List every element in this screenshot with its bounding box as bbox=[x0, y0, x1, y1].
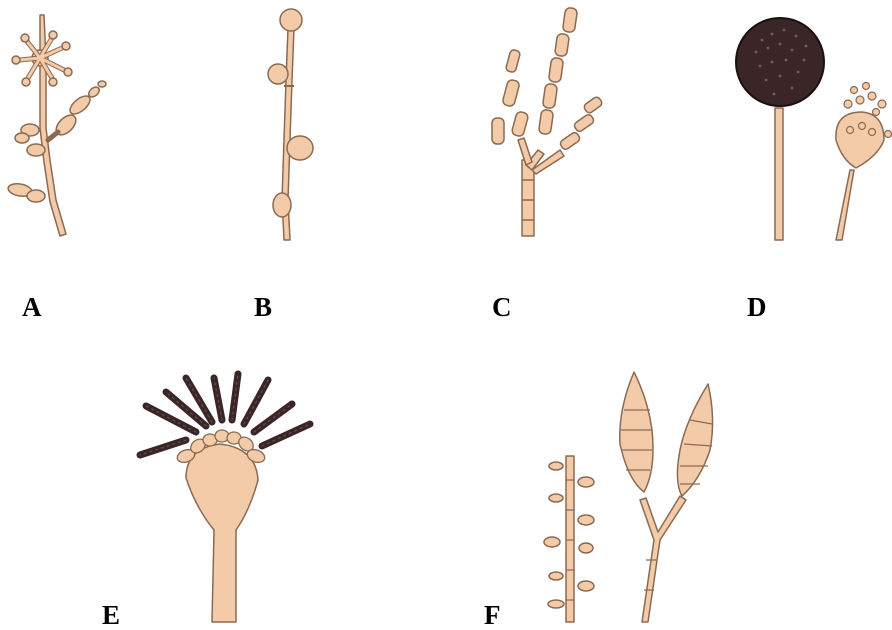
panel-label-e: E bbox=[102, 600, 120, 630]
panel-c-drawing bbox=[492, 7, 603, 236]
panel-d-drawing bbox=[736, 18, 892, 240]
panel-b-drawing bbox=[268, 9, 313, 240]
panel-label-f: F bbox=[484, 600, 501, 630]
panel-label-b: B bbox=[254, 292, 272, 322]
panel-label-a: A bbox=[22, 292, 42, 322]
panel-label-c: C bbox=[492, 292, 512, 322]
panel-a-drawing bbox=[7, 15, 106, 236]
panel-f-drawing bbox=[544, 372, 713, 622]
panel-label-d: D bbox=[747, 292, 767, 322]
panel-e-drawing bbox=[140, 374, 310, 622]
